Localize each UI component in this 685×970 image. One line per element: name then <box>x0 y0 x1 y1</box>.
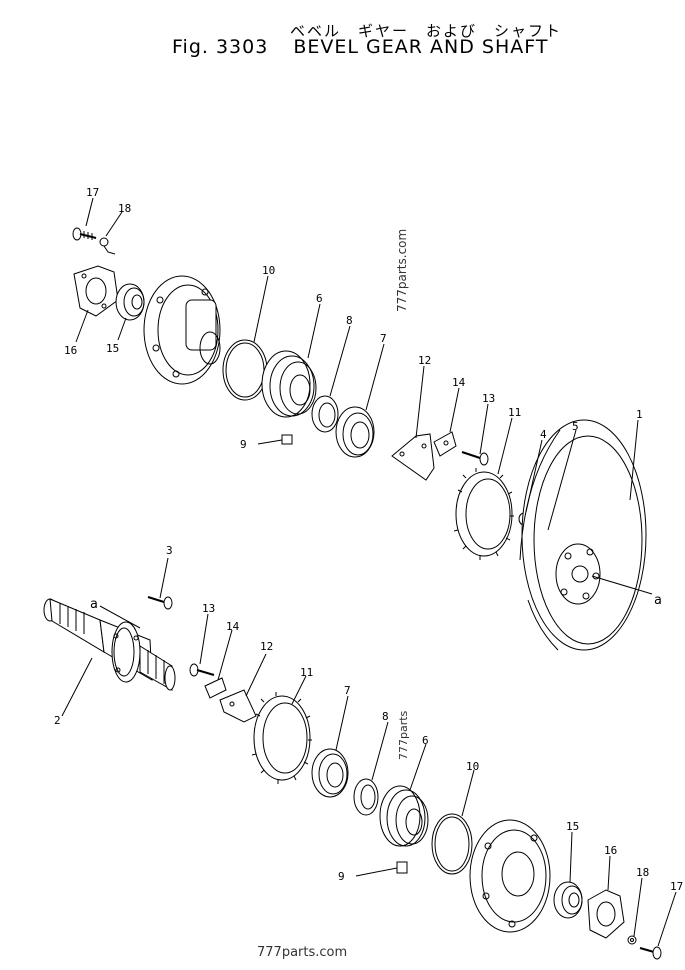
part-7-bearing-upper <box>335 406 375 458</box>
callout-9-lower: 9 <box>338 870 345 883</box>
part-9-plug-lower <box>355 861 408 877</box>
callout-4-upper: 4 <box>540 428 547 441</box>
part-15-nut-upper <box>115 283 145 321</box>
bearing-cage-lower <box>469 819 551 933</box>
part-12-lock-plate-upper <box>391 433 435 481</box>
part-11-ring-nut-lower <box>251 692 312 784</box>
callout-7-lower: 7 <box>344 684 351 697</box>
part-1-bevel-gear <box>519 419 647 651</box>
part-17-bolt-lower <box>639 946 662 960</box>
callout-7-upper: 7 <box>380 332 387 345</box>
part-10-o-ring-lower <box>431 813 473 875</box>
bearing-cage-upper <box>143 275 221 385</box>
callout-17-upper: 17 <box>86 186 99 199</box>
part-8-spacer-lower <box>353 778 379 816</box>
part-14-lock-washer-lower <box>204 677 227 699</box>
callout-12-lower: 12 <box>260 640 273 653</box>
callout-12-upper: 12 <box>418 354 431 367</box>
part-13-bolt-upper <box>461 451 489 466</box>
part-16-cover-plate-upper <box>73 265 119 317</box>
callout-10-upper: 10 <box>262 264 275 277</box>
callout-2-lower: 2 <box>54 714 61 727</box>
part-8-spacer-upper <box>311 395 339 433</box>
leader-lines <box>61 197 677 947</box>
watermark-bottom: 777parts.com <box>257 945 348 960</box>
callout-16-lower: 16 <box>604 844 617 857</box>
part-7-bearing-lower <box>311 748 349 798</box>
part-15-nut-lower <box>553 881 583 919</box>
figure-number: Fig. 3303 <box>172 36 269 58</box>
callout-14-upper: 14 <box>452 376 466 389</box>
callout-5-upper: 5 <box>572 420 579 433</box>
callout-16-upper: 16 <box>64 344 77 357</box>
part-6-cage-lower <box>379 785 429 847</box>
callouts-upper: 17 18 16 15 10 6 8 7 9 12 14 13 11 4 5 1… <box>64 186 662 608</box>
part-9-plug-upper <box>257 434 293 445</box>
part-18-washer-lower <box>627 935 637 945</box>
callout-13-lower: 13 <box>202 602 215 615</box>
part-3-bolt <box>147 596 173 610</box>
figure-title: BEVEL GEAR AND SHAFT <box>293 36 549 58</box>
callout-11-lower: 11 <box>300 666 313 679</box>
title-japanese: ベベル ギヤー および シャフト <box>290 22 563 40</box>
callout-8-lower: 8 <box>382 710 389 723</box>
callout-18-upper: 18 <box>118 202 131 215</box>
callout-15-upper: 15 <box>106 342 119 355</box>
callout-1-upper: 1 <box>636 408 643 421</box>
part-10-o-ring-upper <box>222 339 268 401</box>
part-11-ring-nut-upper <box>453 468 514 560</box>
part-13-bolt-lower <box>189 663 215 677</box>
callout-10-lower: 10 <box>466 760 479 773</box>
callout-11-upper: 11 <box>508 406 521 419</box>
callout-9-upper: 9 <box>240 438 247 451</box>
callouts-lower: 3 a 2 13 14 12 11 7 8 6 10 9 15 16 18 17 <box>54 544 683 893</box>
callout-13-upper: 13 <box>482 392 495 405</box>
part-12-lock-plate-lower <box>219 689 257 723</box>
part-6-cage-upper <box>261 350 317 418</box>
callout-6-lower: 6 <box>422 734 429 747</box>
part-16-cover-plate-lower <box>587 889 625 939</box>
callout-17-lower: 17 <box>670 880 683 893</box>
callout-3-lower: 3 <box>166 544 173 557</box>
callout-6-upper: 6 <box>316 292 323 305</box>
title-english-line: Fig. 3303 BEVEL GEAR AND SHAFT <box>172 36 548 58</box>
part-14-lock-washer-upper <box>433 431 457 457</box>
part-2-pinion-shaft <box>43 598 176 691</box>
callout-15-lower: 15 <box>566 820 579 833</box>
callout-14-lower: 14 <box>226 620 240 633</box>
callout-a-shaft: a <box>90 597 98 612</box>
part-18-washer-upper <box>99 237 116 255</box>
callout-18-lower: 18 <box>636 866 649 879</box>
callout-8-upper: 8 <box>346 314 353 327</box>
callout-a-gear: a <box>654 593 662 608</box>
part-17-bolt-upper <box>72 227 97 241</box>
